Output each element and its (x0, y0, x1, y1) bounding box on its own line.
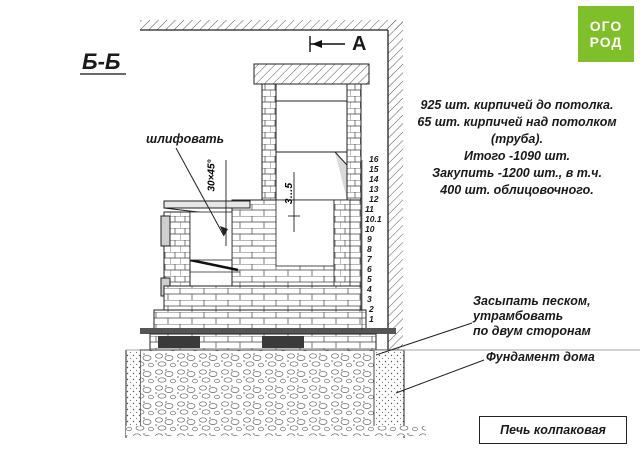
sand-fill-line: утрамбовать (473, 309, 564, 323)
firebox-grate (189, 258, 239, 272)
chimney-left-wall (261, 83, 277, 201)
hood-chamber (275, 199, 335, 267)
wall-hatch-right (388, 20, 403, 350)
section-title: Б-Б (82, 49, 121, 74)
summary-line: (труба). (490, 132, 544, 146)
grind-label: шлифовать (146, 132, 225, 146)
summary-line: Итого -1090 шт. (463, 149, 571, 163)
row-number: 3 (367, 294, 372, 304)
section-arrow-head (312, 40, 322, 48)
caption: Печь колпаковая (500, 423, 606, 437)
summary-line: 400 шт. облицовочного. (440, 183, 594, 197)
firebox-door-upper (160, 215, 171, 247)
ground-outline (125, 350, 405, 438)
row-number: 6 (367, 264, 372, 274)
summary-line: 925 шт. кирпичей до потолка. (420, 98, 614, 112)
summary-line: 65 шт. кирпичей над потолком (417, 115, 617, 129)
sand-fill-line: по двум сторонам (473, 324, 591, 338)
leader-grind (175, 147, 225, 237)
plinth-dark-1 (158, 336, 200, 348)
row-number: 12 (369, 194, 379, 204)
row-number: 5 (367, 274, 372, 284)
row-number: 1 (369, 314, 374, 324)
row-number: 13 (369, 184, 379, 194)
caption-box: Печь колпаковая (479, 416, 627, 444)
row-number: 10.1 (365, 214, 382, 224)
chimney-cap (253, 63, 370, 85)
sand-fill-label: Засыпать песком, утрамбовать по двум сто… (473, 294, 591, 339)
summary-line: Закупить -1200 шт., в т.ч. (432, 166, 602, 180)
row-number: 7 (367, 254, 372, 264)
sand-fill-right (373, 349, 405, 431)
sand-fill-line: Засыпать песком, (473, 294, 591, 308)
logo-line: РОД (589, 34, 623, 50)
section-arrow-label: А (352, 33, 367, 55)
foundation-label: Фундамент дома (486, 350, 595, 364)
sand-fill-left (126, 350, 140, 430)
firebox-interior (189, 211, 233, 261)
row-number: 4 (367, 284, 372, 294)
row-number: 15 (369, 164, 379, 174)
row-number: 16 (369, 154, 379, 164)
inner-column (333, 199, 351, 287)
ground-layer (126, 426, 426, 436)
leader-foundation (395, 359, 485, 394)
row-number: 10 (365, 224, 375, 234)
chimney-slope (334, 151, 348, 200)
foundation-block (139, 349, 397, 431)
ogorod-logo: ОГО РОД (578, 6, 634, 62)
row-number: 2 (369, 304, 374, 314)
row-number: 8 (367, 244, 372, 254)
brick-count-summary: 925 шт. кирпичей до потолка. 65 шт. кирп… (412, 97, 622, 199)
leader-sand (375, 322, 473, 356)
chimney-right-wall (346, 83, 362, 201)
base-row-1 (153, 309, 367, 331)
chamfer-dimension: 30×45° (206, 159, 218, 192)
plinth-dark-2 (262, 336, 304, 348)
row-number: 11 (365, 204, 374, 214)
row-number: 14 (369, 174, 379, 184)
wall-hatch-top (140, 20, 403, 30)
waterproof-layer (140, 328, 396, 334)
row-number: 9 (367, 234, 372, 244)
logo-line: ОГО (589, 18, 623, 34)
gap-dimension: 3…5 (284, 182, 296, 205)
